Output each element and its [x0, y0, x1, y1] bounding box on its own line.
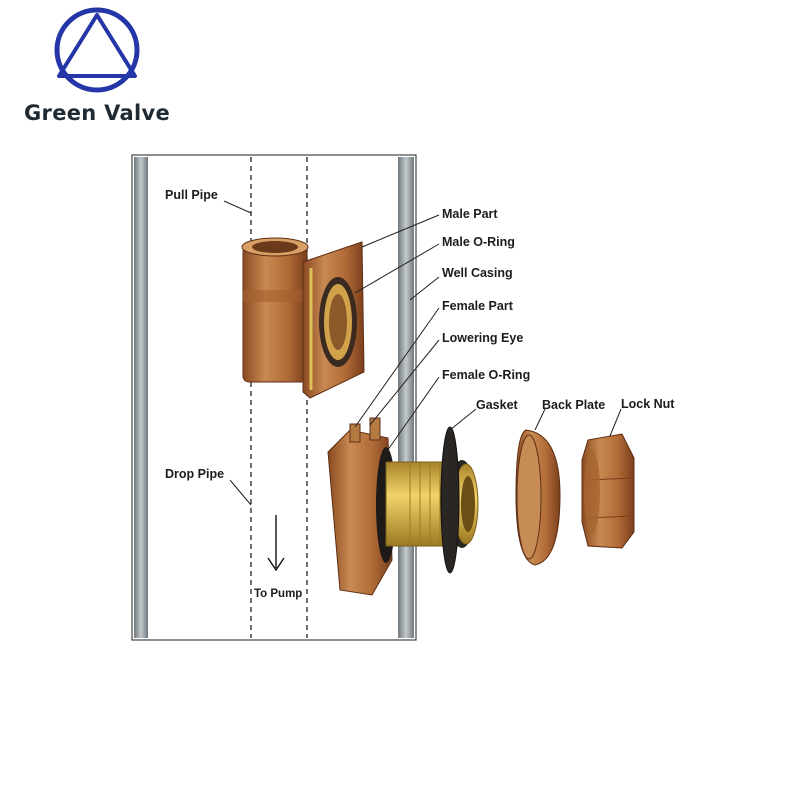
label-pull-pipe: Pull Pipe	[165, 188, 218, 202]
female-part-image	[327, 417, 479, 596]
male-part-image	[241, 237, 365, 399]
leader-lines	[223, 200, 622, 506]
label-to-pump: To Pump	[254, 588, 303, 600]
label-back-plate: Back Plate	[542, 398, 606, 412]
label-drop-pipe: Drop Pipe	[165, 467, 225, 481]
label-lowering-eye: Lowering Eye	[442, 331, 524, 345]
label-female-o-ring: Female O-Ring	[442, 368, 531, 382]
label-well-casing: Well Casing	[442, 266, 513, 280]
label-gasket: Gasket	[476, 398, 518, 412]
label-lock-nut: Lock Nut	[621, 397, 675, 411]
gasket-image	[440, 426, 460, 574]
label-male-part: Male Part	[442, 207, 498, 221]
flow-arrow-icon	[267, 515, 285, 572]
brand-name: Green Valve	[24, 101, 171, 125]
back-plate-image	[515, 429, 561, 566]
pull-drop-pipe	[250, 157, 308, 638]
lock-nut-image	[581, 433, 635, 549]
label-male-o-ring: Male O-Ring	[442, 235, 515, 249]
label-female-part: Female Part	[442, 299, 513, 313]
